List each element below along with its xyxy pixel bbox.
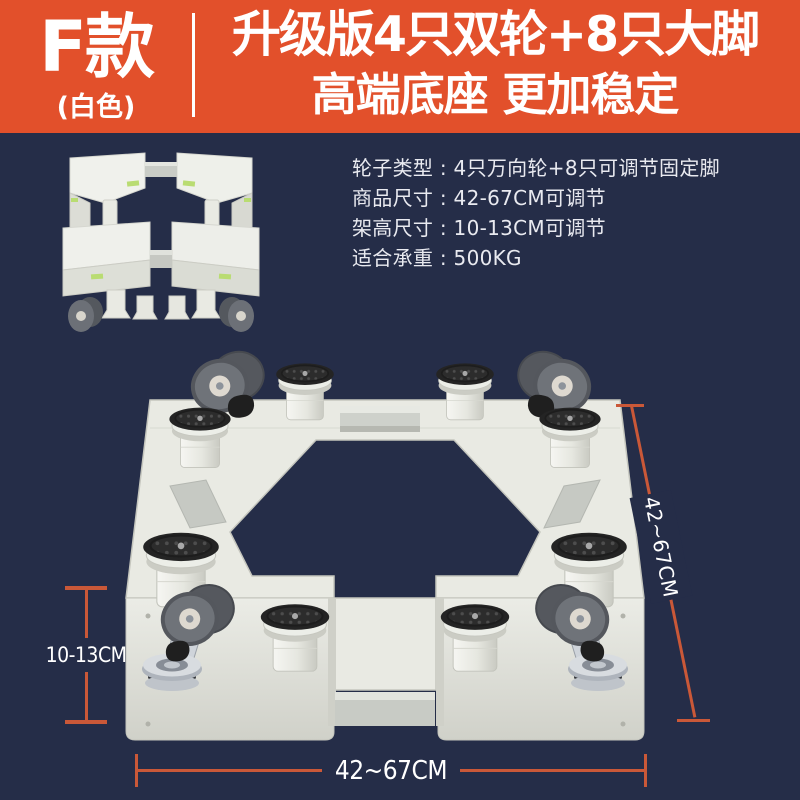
model-box: F款 (白色) (0, 0, 192, 124)
product-thumbnail (62, 152, 260, 332)
height-dimension-line: 10-13CM (46, 586, 127, 724)
product-photo (125, 344, 645, 741)
dimension-line-segment (84, 672, 88, 720)
thumb-feet (101, 289, 221, 320)
banner-title-line2: 高端底座 更加稳定 (311, 68, 680, 121)
dimension-line-segment (138, 769, 322, 772)
spec-line-wheel-type: 轮子类型 : 4只万向轮+8只可调节固定脚 (352, 156, 720, 180)
spec-line-load-capacity: 适合承重 : 500KG (352, 246, 522, 270)
model-name: F款 (39, 6, 155, 88)
thumb-casters (68, 297, 254, 332)
spec-line-product-size: 商品尺寸 : 42-67CM可调节 (352, 186, 606, 210)
dimension-end-cap (644, 754, 647, 787)
banner-titles: 升级版4只双轮+8只大脚 高端底座 更加稳定 (196, 0, 794, 117)
dimension-end-cap (65, 586, 107, 590)
dimension-end-cap (65, 720, 107, 724)
height-dimension-label: 10-13CM (45, 643, 127, 667)
dimension-line-segment (460, 769, 644, 772)
spec-list: 轮子类型 : 4只万向轮+8只可调节固定脚 商品尺寸 : 42-67CM可调节 … (352, 153, 720, 273)
width-dimension-label: 42~67CM (334, 755, 448, 786)
dimension-line-segment (84, 590, 88, 638)
side-dimension-end-cap-bottom (677, 719, 710, 722)
banner-title-line1: 升级版4只双轮+8只大脚 (231, 6, 760, 63)
thumb-frame (62, 152, 260, 297)
thumb-green-stickers (71, 180, 251, 280)
dimension-end-cap (135, 754, 138, 787)
width-dimension-line: 42~67CM (135, 754, 647, 787)
model-color-note: (白色) (56, 92, 136, 123)
banner-divider (192, 13, 195, 117)
banner: F款 (白色) 升级版4只双轮+8只大脚 高端底座 更加稳定 (0, 0, 800, 133)
spec-line-height-range: 架高尺寸 : 10-13CM可调节 (352, 216, 606, 240)
